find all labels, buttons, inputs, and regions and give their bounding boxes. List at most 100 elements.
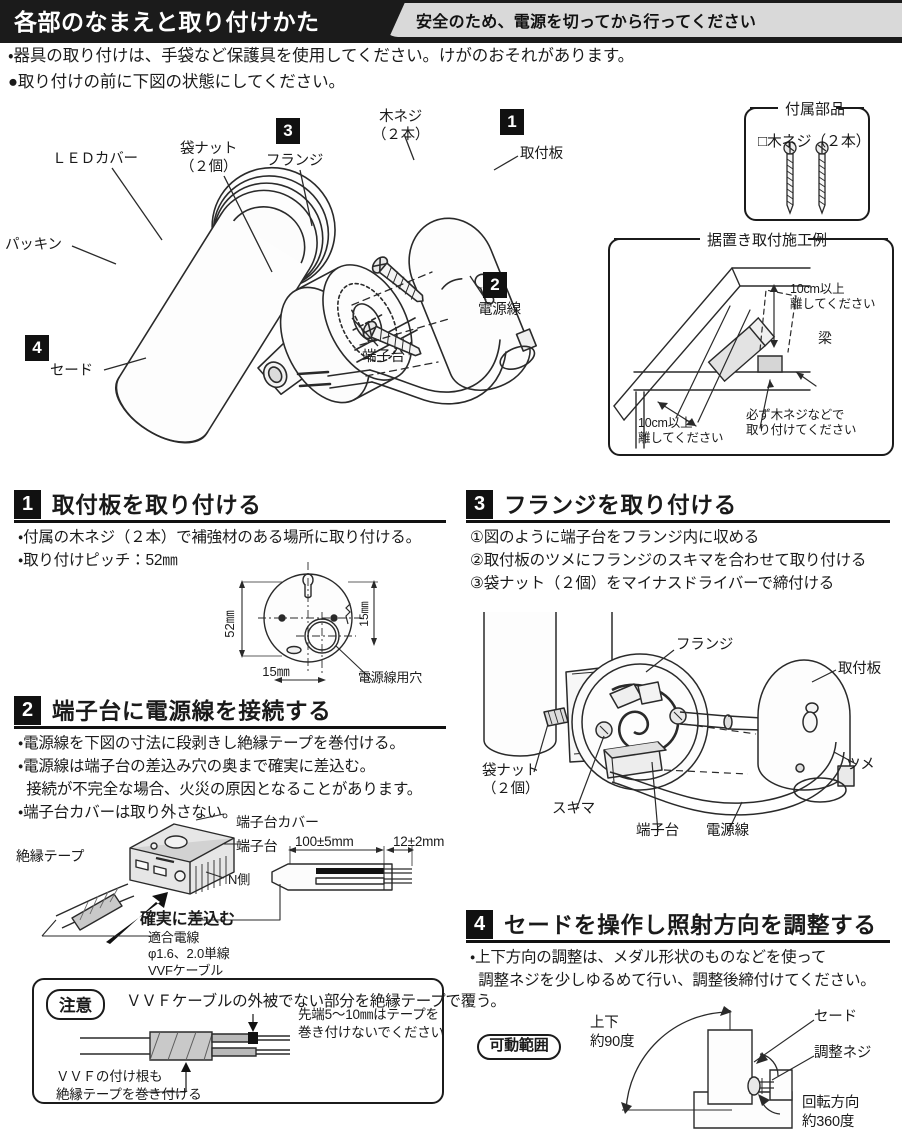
accessory-item-label: □木ネジ（２本） xyxy=(758,133,871,150)
section-2-heading: 2 端子台に電源線を接続する xyxy=(14,694,332,726)
section-3-body-line-3: ③袋ナット（２個）をマイナスドライバーで締付ける xyxy=(470,575,835,593)
section-3-body-line-2: ②取付板のツメにフランジのスキマを合わせて取り付ける xyxy=(470,552,867,570)
label-led-cover: ＬＥＤカバー xyxy=(52,151,138,167)
section-2-number: 2 xyxy=(14,695,41,725)
section-2-body-line-1: ・電源線を下図の寸法に段剥きし絶縁テープを巻付ける。 xyxy=(18,735,405,752)
flange-assembly-svg xyxy=(483,612,855,816)
section-1-title: 取付板を取り付ける xyxy=(52,493,262,518)
caution-text: ＶＶＦケーブルの外被でない部分を絶縁テープで覆う。 xyxy=(126,993,506,1010)
accessory-parts-box: □木ネジ（２本） xyxy=(744,107,871,221)
label-rotation-range: 回転方向 約360度 xyxy=(802,1095,860,1130)
page-header: 安全のため、電源を切ってから行ってください 各部のなまえと取り付けかた xyxy=(0,0,902,40)
section-2-rule xyxy=(14,726,446,729)
label-gap: スキマ xyxy=(552,801,595,817)
section-2-body-line-4: ・端子台カバーは取り外さない。 xyxy=(18,804,238,822)
label-cap-nut: 袋ナット （２個） xyxy=(180,141,238,176)
section-1-body-line-2: ・取り付けピッチ：52㎜ xyxy=(18,552,178,570)
step-badge-1: 1 xyxy=(500,109,524,135)
accessory-title-rule xyxy=(750,107,864,109)
range-pill-wrap: 可動範囲 xyxy=(462,1016,561,1078)
label-flange-3: フランジ xyxy=(676,637,734,653)
flange-assembly-diagram: フランジ 取付板 袋ナット （２個） スキマ 端子台 電源線 ツメ xyxy=(462,612,902,892)
label-cap-nut-3: 袋ナット （２個） xyxy=(482,763,540,798)
section-4-body: ・上下方向の調整は、メダル形状のものなどを使って 調整ネジを少しゆるめて行い、調… xyxy=(470,947,894,993)
dim-15mm-bottom: 15㎜ xyxy=(262,664,289,679)
flange-leader-lines xyxy=(533,649,857,833)
label-packing: パッキン xyxy=(5,237,62,253)
label-claw: ツメ xyxy=(846,757,875,773)
label-cable-spec: 適合電線 φ1.6、2.0単線 VVFケーブル xyxy=(148,930,230,978)
hero-exploded-diagram: ＬＥＤカバー パッキン 袋ナット （２個） フランジ 木ネジ （２本） 取付板 … xyxy=(0,100,600,470)
mounting-plate-dim-svg: 52㎜ 15㎜ 15㎜ xyxy=(222,562,378,683)
label-insulation-tape: 絶縁テープ xyxy=(16,848,85,864)
section-3-rule xyxy=(466,520,890,523)
label-terminal-block-3: 端子台 xyxy=(636,823,679,839)
section-4-body-line-1: ・上下方向の調整は、メダル形状のものなどを使って xyxy=(470,949,827,966)
terminal-connection-diagram: 端子台カバー 端子台 N側 絶縁テープ 確実に差込む 適合電線 φ1.6、2.0… xyxy=(10,810,450,978)
section-2-body: ・電源線を下図の寸法に段剥きし絶縁テープを巻付ける。 ・電源線は端子台の差込み穴… xyxy=(18,733,450,825)
hero-leader-lines xyxy=(71,133,519,371)
caution-box: 先端5～10㎜はテープを 巻き付けないでください ＶＶＦの付け根も 絶縁テープを… xyxy=(32,978,506,1104)
adjustment-range-svg xyxy=(621,1006,815,1129)
caution-note-top: 先端5～10㎜はテープを 巻き付けないでください xyxy=(298,1007,444,1040)
section-4-heading: 4 セードを操作し照射方向を調整する xyxy=(466,908,877,940)
section-2-body-line-3: 接続が不完全な場合、火災の原因となることがあります。 xyxy=(18,781,422,799)
header-rule xyxy=(0,40,902,43)
dim-12mm: 12±2mm xyxy=(393,834,445,849)
caution-note-bottom: ＶＶＦの付け根も 絶縁テープを巻き付ける xyxy=(56,1069,202,1102)
page-title: 各部のなまえと取り付けかた xyxy=(14,9,320,35)
section-4-body-line-2: 調整ネジを少しゆるめて行い、調整後締付けてください。 xyxy=(470,972,876,990)
install-title-rule xyxy=(614,238,888,240)
section-3-heading: 3 フランジを取り付ける xyxy=(466,488,737,520)
dim-52mm: 52㎜ xyxy=(222,610,237,637)
section-3-body: ①図のように端子台をフランジ内に収める ②取付板のツメにフランジのスキマを合わせ… xyxy=(470,527,894,596)
caution-illustration xyxy=(80,1014,290,1093)
caution-pill: 注意 xyxy=(46,989,105,1020)
section-1-body: ・付属の木ネジ（２本）で補強材のある場所に取り付ける。 ・取り付けピッチ：52㎜ xyxy=(18,527,448,573)
label-power-wire-3: 電源線 xyxy=(706,823,749,839)
label-cable-hole: 電源線用穴 xyxy=(358,670,423,685)
section-1-body-line-1: ・付属の木ネジ（２本）で補強材のある場所に取り付ける。 xyxy=(18,529,421,546)
install-example-illustration xyxy=(613,267,817,449)
accessory-box-title: 付属部品 xyxy=(778,98,853,119)
section-2-body-line-2: ・電源線は端子台の差込み穴の奥まで確実に差込む。 xyxy=(18,758,375,776)
label-updown-range: 上下 約90度 xyxy=(590,1015,635,1050)
section-2-title: 端子台に電源線を接続する xyxy=(52,699,332,724)
label-wood-screw: 木ネジ （２本） xyxy=(372,109,430,144)
label-mounting-plate: 取付板 xyxy=(520,146,563,162)
step-badge-3: 3 xyxy=(276,118,300,144)
label-adjust-screw: 調整ネジ xyxy=(814,1045,872,1061)
wood-screw-illustration xyxy=(783,141,829,215)
step-badge-4: 4 xyxy=(25,335,49,361)
label-terminal-block: 端子台 xyxy=(362,349,405,365)
terminal-connection-svg xyxy=(41,813,414,944)
section-4-rule xyxy=(466,940,890,943)
dim-15mm-right: 15㎜ xyxy=(357,601,371,626)
header-safety-note: 安全のため、電源を切ってから行ってください xyxy=(382,3,902,37)
section-1-rule xyxy=(14,520,446,523)
section-1-number: 1 xyxy=(14,489,41,519)
label-power-wire: 電源線 xyxy=(478,302,521,318)
section-1-heading: 1 取付板を取り付ける xyxy=(14,488,262,520)
note-left-clearance: 10cm以上 離してください xyxy=(638,416,724,446)
intro-block: ・器具の取り付けは、手袋など保護具を使用してください。けがのおそれがあります。 … xyxy=(8,45,898,97)
install-example-box: 10cm以上 離してください 10cm以上 離してください 梁 必ず木ネジなどで… xyxy=(608,238,894,456)
header-wedge xyxy=(0,0,406,40)
section-4-number: 4 xyxy=(466,909,493,939)
label-flange: フランジ xyxy=(266,153,324,169)
mounting-plate-dimension-diagram: 52㎜ 15㎜ 15㎜ 電源線用穴 xyxy=(196,552,446,692)
label-insert-firmly: 確実に差込む xyxy=(140,911,235,928)
step-badge-2: 2 xyxy=(483,272,507,298)
range-pill: 可動範囲 xyxy=(477,1034,561,1060)
note-fasten-with-screws: 必ず木ネジなどで 取り付けてください xyxy=(746,408,857,438)
section-4-title: セードを操作し照射方向を調整する xyxy=(504,913,877,938)
label-terminal-block-2: 端子台 xyxy=(236,838,278,854)
label-n-side: N側 xyxy=(228,872,250,887)
section-3-body-line-1: ①図のように端子台をフランジ内に収める xyxy=(470,529,760,546)
label-shade: セード xyxy=(50,363,93,379)
intro-line-1: ・器具の取り付けは、手袋など保護具を使用してください。けがのおそれがあります。 xyxy=(8,47,635,65)
install-example-title: 据置き取付施工例 xyxy=(700,229,835,250)
label-terminal-cover: 端子台カバー xyxy=(236,814,319,830)
label-beam: 梁 xyxy=(818,330,832,346)
section-3-number: 3 xyxy=(466,489,493,519)
